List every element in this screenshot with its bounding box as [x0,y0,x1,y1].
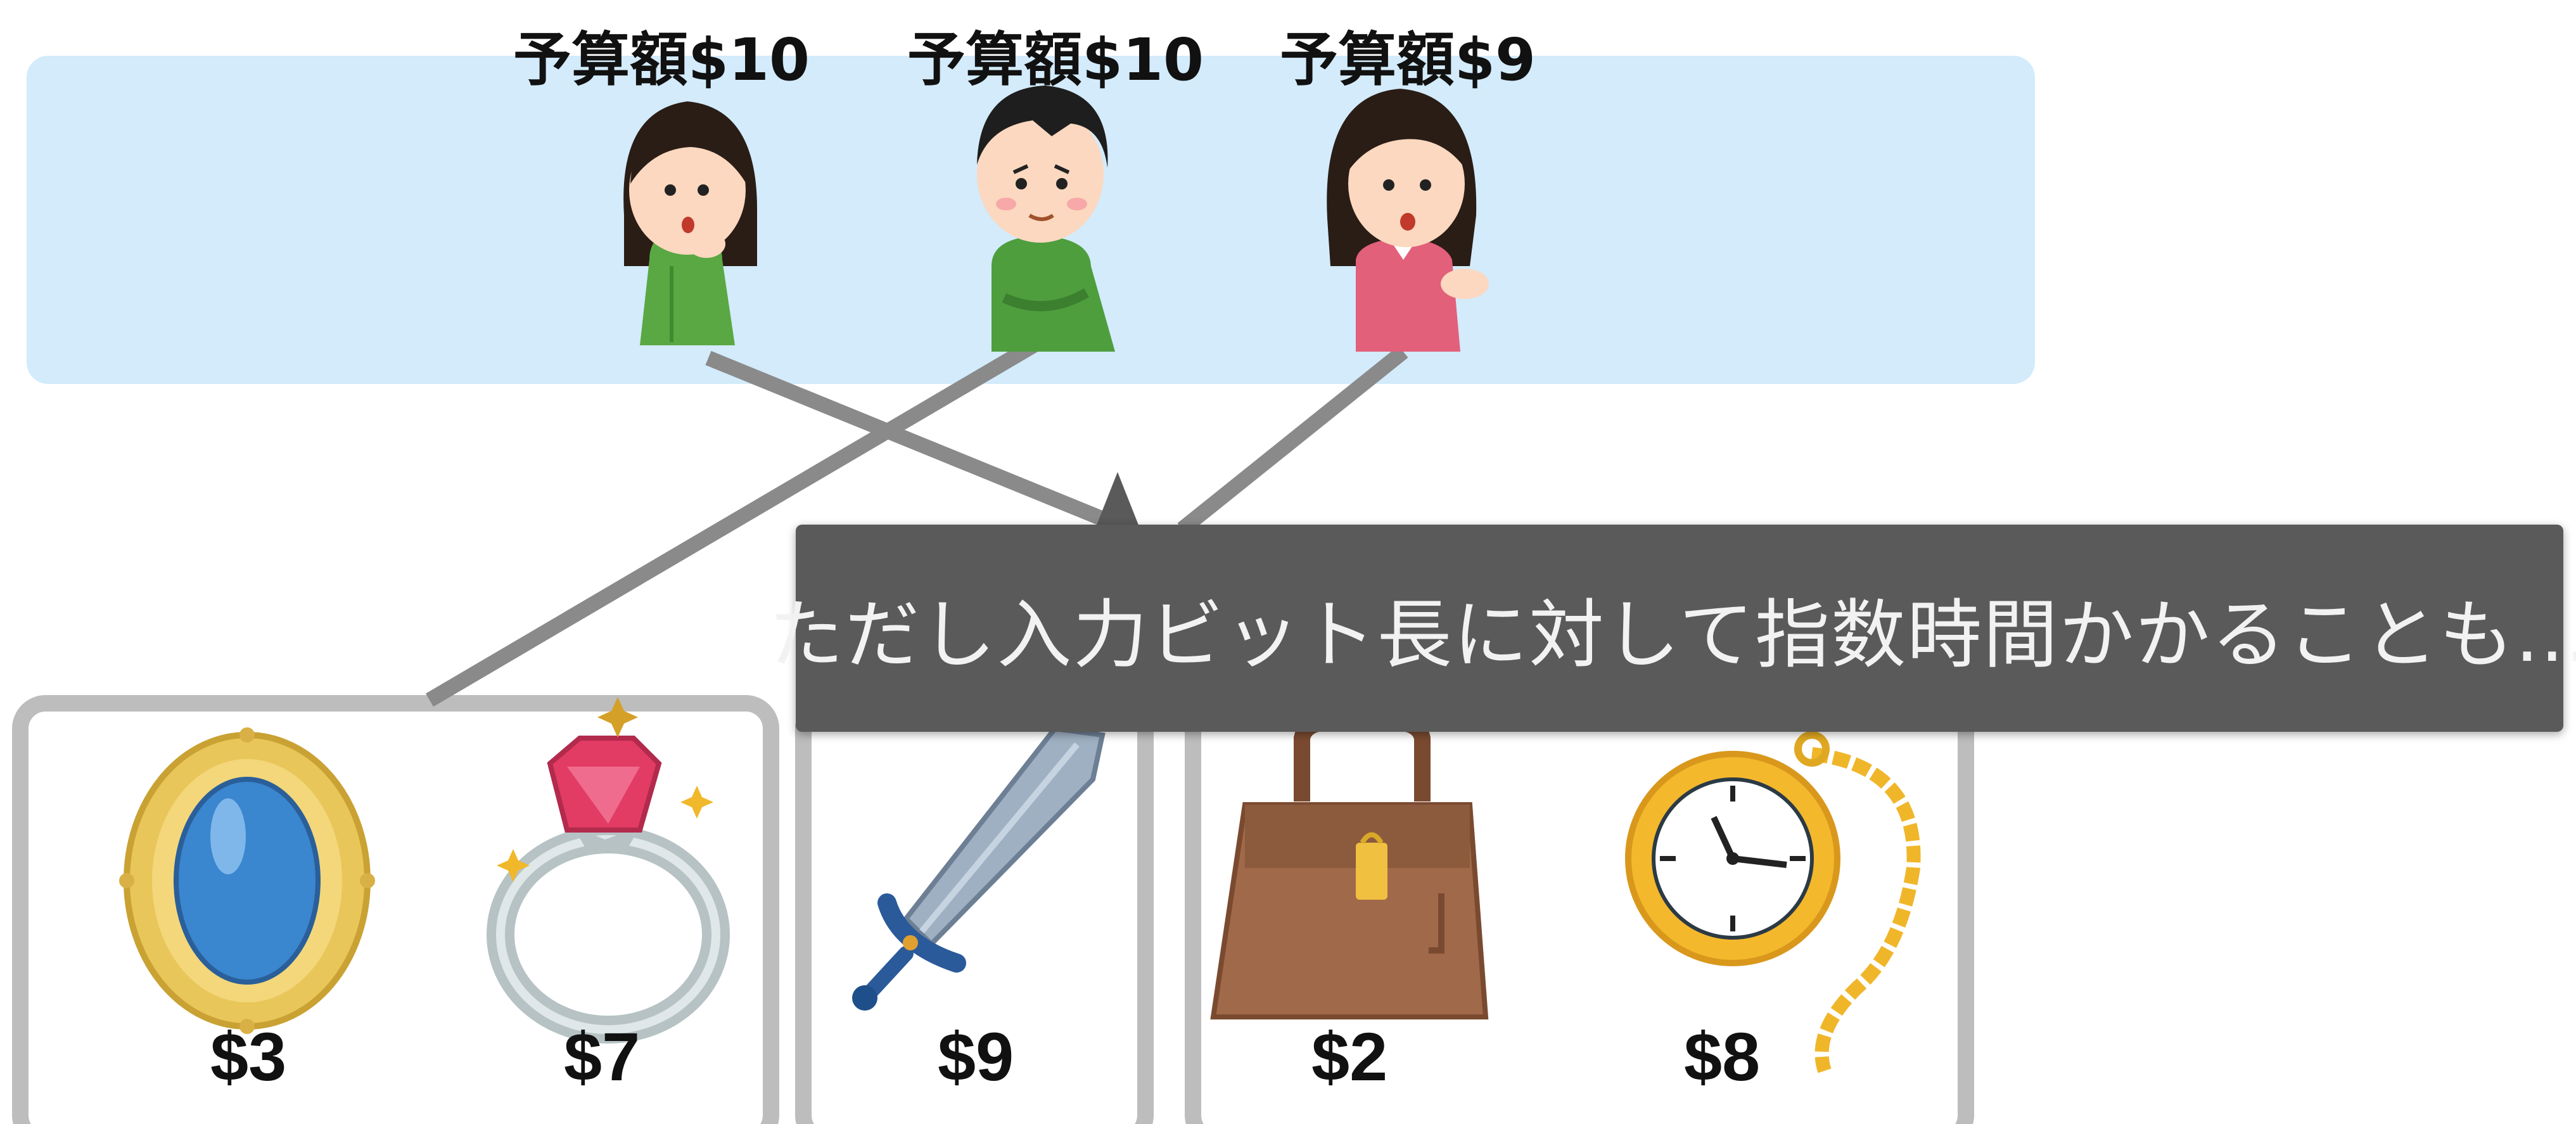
price-label-bag: $2 [1311,1018,1388,1095]
sword-icon [852,725,1106,1011]
price-label-watch: $8 [1684,1018,1761,1095]
budget-label-person1: 予算額$10 [513,26,810,94]
arms-crossed-man-icon [977,86,1115,352]
pocket-watch-icon [1625,731,1921,1073]
connection-line-person3 [1177,345,1408,535]
caption-tooltip: ただし入力ビット長に対して指数時間かかることも... [768,525,2576,732]
tooltip-pointer [1096,472,1139,527]
surprised-woman-icon [1327,89,1489,352]
price-label-sword: $9 [938,1018,1014,1095]
budget-label-person3: 予算額$9 [1280,26,1536,94]
price-label-brooch: $3 [210,1018,287,1095]
tooltip-text: ただし入力ビット長に対して指数時間かかることも... [768,591,2576,679]
ruby-ring-icon [487,697,730,1044]
connection-line-person2 [425,337,1040,707]
budget-label-person2: 予算額$10 [907,26,1204,94]
price-label-ring: $7 [564,1018,641,1095]
connection-line-person1 [705,350,1131,537]
blue-brooch-icon [119,727,375,1034]
thinking-woman-icon [623,101,757,345]
